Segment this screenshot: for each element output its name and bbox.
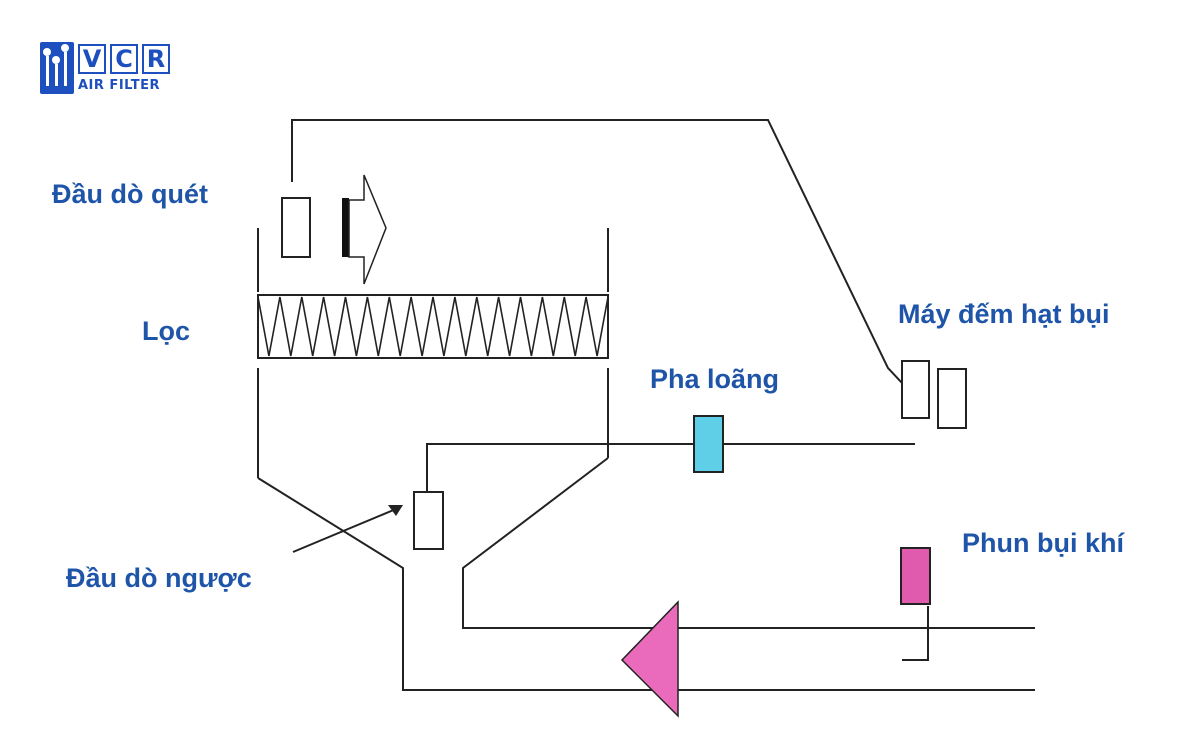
label-reverse-probe: Đầu dò ngược bbox=[66, 563, 252, 593]
fan-triangle-icon bbox=[620, 600, 679, 718]
logo-letter-c: C bbox=[110, 44, 138, 74]
label-dilution: Pha loãng bbox=[650, 364, 780, 394]
reverse-probe-arrowhead-icon bbox=[388, 505, 403, 516]
scan-direction-bar bbox=[342, 198, 349, 257]
duct-left-funnel bbox=[257, 477, 1035, 691]
duct-right-funnel bbox=[462, 457, 1035, 629]
particle-counter-unit-2 bbox=[937, 368, 967, 429]
label-filter: Lọc bbox=[142, 316, 191, 346]
vcr-logo: V C R AIR FILTER bbox=[40, 42, 172, 96]
logo-mark-icon bbox=[40, 42, 74, 94]
dilution-box bbox=[693, 415, 724, 473]
label-aerosol-spray: Phun bụi khí bbox=[962, 528, 1124, 558]
logo-letters: V C R bbox=[78, 44, 170, 74]
label-scan-probe: Đầu dò quét bbox=[52, 179, 208, 209]
filter-element bbox=[257, 294, 609, 359]
reverse-probe bbox=[413, 491, 444, 550]
scan-direction-arrow-icon bbox=[348, 174, 387, 285]
aerosol-nozzle bbox=[902, 606, 929, 661]
reverse-probe-pointer bbox=[292, 508, 397, 553]
aerosol-box bbox=[900, 547, 931, 605]
logo-letter-v: V bbox=[78, 44, 106, 74]
label-particle-counter: Máy đếm hạt bụi bbox=[898, 299, 1110, 329]
reverse-probe-wire bbox=[426, 443, 915, 492]
scan-probe bbox=[281, 197, 311, 258]
scan-probe-wire bbox=[291, 119, 903, 384]
logo-letter-r: R bbox=[142, 44, 170, 74]
particle-counter-unit-1 bbox=[901, 360, 930, 419]
logo-subtitle: AIR FILTER bbox=[78, 78, 161, 93]
